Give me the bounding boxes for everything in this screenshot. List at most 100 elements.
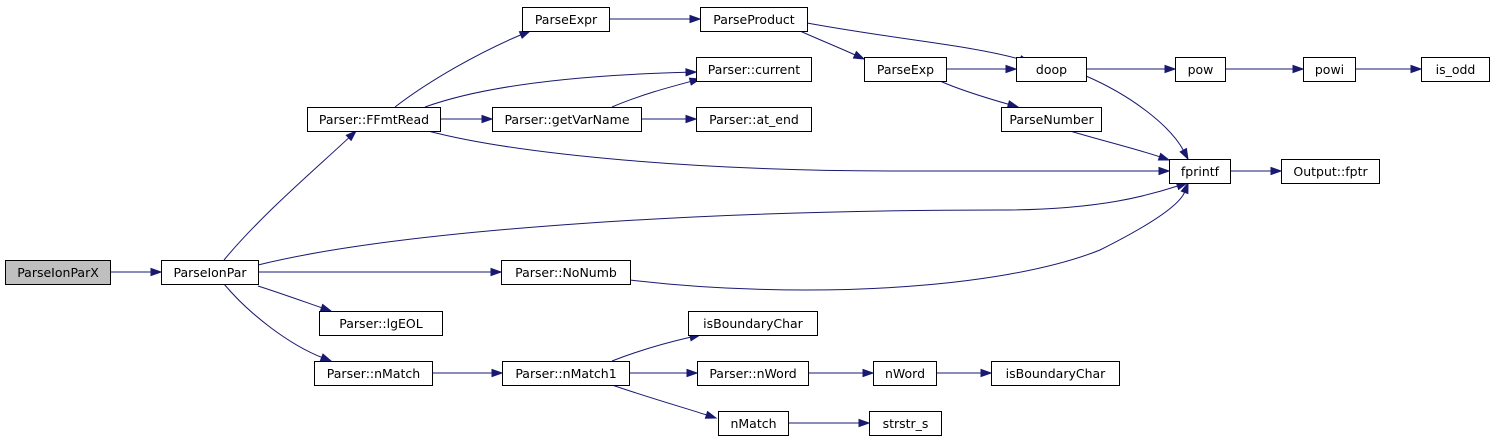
node-nMatchP[interactable]: Parser::nMatch xyxy=(314,361,433,386)
edge-line xyxy=(394,34,522,108)
node-strstr_s[interactable]: strstr_s xyxy=(869,411,942,436)
node-box[interactable] xyxy=(314,361,433,386)
edge-ParseIonParX-to-ParseIonPar xyxy=(110,267,163,277)
arrowhead-icon xyxy=(1179,147,1189,161)
edge-line xyxy=(1069,130,1161,158)
edge-line xyxy=(1085,75,1185,152)
node-label: doop xyxy=(1036,62,1067,77)
node-FFmtRead[interactable]: Parser::FFmtRead xyxy=(307,107,441,132)
node-box[interactable] xyxy=(307,107,441,132)
edge-doop-to-pow xyxy=(1086,64,1177,74)
node-box[interactable] xyxy=(1001,107,1102,132)
node-is_odd[interactable]: is_odd xyxy=(1421,57,1490,82)
edge-nMatchP-to-nMatch1 xyxy=(432,368,504,378)
node-box[interactable] xyxy=(873,361,937,386)
edge-ParseIonPar-to-NoNumb xyxy=(258,267,503,277)
edge-nWordP-to-nWord xyxy=(808,368,875,378)
node-box[interactable] xyxy=(502,361,630,386)
node-label: ParseProduct xyxy=(713,12,795,27)
node-nWordP[interactable]: Parser::nWord xyxy=(697,361,809,386)
node-box[interactable] xyxy=(1169,159,1231,184)
arrowhead-icon xyxy=(1270,166,1283,176)
node-fprintf[interactable]: fprintf xyxy=(1169,159,1231,184)
arrowhead-icon xyxy=(862,368,875,378)
arrowhead-icon xyxy=(1157,152,1171,161)
edge-nMatch1-to-isBoundaryChar1 xyxy=(611,333,702,362)
node-box[interactable] xyxy=(522,7,610,32)
node-NoNumb[interactable]: Parser::NoNumb xyxy=(501,260,631,285)
edge-line xyxy=(799,30,857,56)
edge-pow-to-powi xyxy=(1225,64,1305,74)
node-label: is_odd xyxy=(1436,62,1476,77)
node-powi[interactable]: powi xyxy=(1303,57,1356,82)
node-box[interactable] xyxy=(696,107,812,132)
edge-nMatch1-to-nMatch xyxy=(611,384,718,419)
node-ParseExp[interactable]: ParseExp xyxy=(864,57,947,82)
edge-line xyxy=(611,336,692,362)
node-box[interactable] xyxy=(1421,57,1490,82)
node-label: ParseIonPar xyxy=(173,265,247,280)
arrowhead-icon xyxy=(1410,64,1423,74)
node-box[interactable] xyxy=(492,107,642,132)
node-box[interactable] xyxy=(1303,57,1356,82)
node-pow[interactable]: pow xyxy=(1175,57,1226,82)
node-nMatch[interactable]: nMatch xyxy=(718,411,789,436)
node-getVarName[interactable]: Parser::getVarName xyxy=(492,107,642,132)
node-box[interactable] xyxy=(991,361,1120,386)
node-box[interactable] xyxy=(501,260,631,285)
edge-ParseIonPar-to-lgEOL xyxy=(257,285,333,312)
node-at_end[interactable]: Parser::at_end xyxy=(696,107,812,132)
node-ParseProduct[interactable]: ParseProduct xyxy=(700,7,808,32)
edge-line xyxy=(939,80,1010,106)
node-box[interactable] xyxy=(5,260,111,285)
node-box[interactable] xyxy=(1175,57,1226,82)
edge-doop-to-fprintf xyxy=(1085,75,1189,161)
edge-ParseIonPar-to-FFmtRead xyxy=(223,129,358,261)
node-ParseIonParX[interactable]: ParseIonParX xyxy=(5,260,111,285)
edge-line xyxy=(424,71,688,108)
node-box[interactable] xyxy=(1016,57,1087,82)
node-doop[interactable]: doop xyxy=(1016,57,1087,82)
node-label: Parser::nWord xyxy=(709,366,796,381)
node-current[interactable]: Parser::current xyxy=(696,57,812,82)
node-label: ParseExpr xyxy=(535,12,598,27)
node-fptr[interactable]: Output::fptr xyxy=(1281,159,1380,184)
node-box[interactable] xyxy=(697,361,809,386)
arrowhead-icon xyxy=(1292,64,1305,74)
arrowhead-icon xyxy=(481,114,494,124)
node-isBoundaryChar1[interactable]: isBoundaryChar xyxy=(688,311,818,336)
edge-getVarName-to-current xyxy=(611,77,702,108)
node-isBoundaryChar2[interactable]: isBoundaryChar xyxy=(991,361,1120,386)
node-label: Parser::getVarName xyxy=(504,112,629,127)
arrowhead-icon xyxy=(518,30,532,39)
arrowhead-icon xyxy=(319,303,333,312)
node-box[interactable] xyxy=(1281,159,1380,184)
node-box[interactable] xyxy=(869,411,942,436)
arrowhead-icon xyxy=(1180,181,1189,195)
node-ParseIonPar[interactable]: ParseIonPar xyxy=(161,260,259,285)
node-nWord[interactable]: nWord xyxy=(873,361,937,386)
node-box[interactable] xyxy=(161,260,259,285)
node-box[interactable] xyxy=(718,411,789,436)
node-lgEOL[interactable]: Parser::lgEOL xyxy=(319,311,443,336)
node-ParseNumber[interactable]: ParseNumber xyxy=(1001,107,1102,132)
node-nMatch1[interactable]: Parser::nMatch1 xyxy=(502,361,630,386)
node-box[interactable] xyxy=(696,57,812,82)
arrowhead-icon xyxy=(704,410,718,419)
edge-line xyxy=(257,285,323,309)
node-box[interactable] xyxy=(864,57,947,82)
node-box[interactable] xyxy=(688,311,818,336)
node-label: powi xyxy=(1315,62,1344,77)
arrowhead-icon xyxy=(491,368,504,378)
arrowhead-icon xyxy=(858,418,871,428)
arrowhead-icon xyxy=(150,267,163,277)
node-box[interactable] xyxy=(700,7,808,32)
edges-layer xyxy=(110,14,1423,428)
node-box[interactable] xyxy=(319,311,443,336)
node-ParseExpr[interactable]: ParseExpr xyxy=(522,7,610,32)
edge-line xyxy=(257,185,1179,266)
edge-FFmtRead-to-fprintf xyxy=(427,130,1171,176)
edge-line xyxy=(611,384,708,416)
edge-line xyxy=(611,80,692,108)
